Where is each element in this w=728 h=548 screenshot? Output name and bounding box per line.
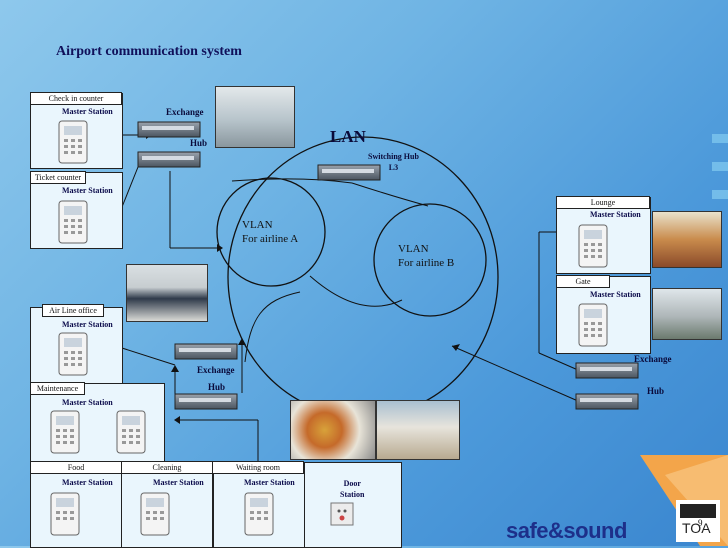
- cleaning-label: Cleaning: [121, 461, 213, 474]
- master-station-label: Master Station: [62, 398, 113, 407]
- vlan-a-line1: VLAN: [242, 219, 273, 231]
- door-station-label: Door Station: [340, 478, 364, 500]
- switching-hub-line2: L3: [388, 163, 399, 172]
- exchange-label-middle: Exchange: [197, 365, 235, 375]
- vlan-b-line1: VLAN: [398, 243, 429, 255]
- master-station-phone-icon: [50, 492, 80, 536]
- master-station-phone-icon: [116, 410, 146, 454]
- food-tray-photo: [290, 400, 376, 460]
- airline-staff-photo: [126, 264, 208, 322]
- door-station-line2: Station: [340, 490, 365, 499]
- master-station-label: Master Station: [62, 320, 113, 329]
- terminal-counter-photo: [215, 86, 295, 148]
- master-station-phone-icon: [578, 224, 608, 268]
- master-station-label: Master Station: [62, 186, 113, 195]
- master-station-phone-icon: [140, 492, 170, 536]
- lan-label: LAN: [330, 127, 366, 146]
- toa-logo: TOA: [682, 520, 711, 536]
- switching-hub-line1: Switching Hub: [368, 152, 419, 161]
- master-station-phone-icon: [58, 120, 88, 164]
- airline-office-label: Air Line office: [42, 304, 104, 317]
- hub-device: [575, 362, 639, 379]
- master-station-label: Master Station: [62, 478, 113, 487]
- waiting-room-photo: [376, 400, 460, 460]
- master-station-label: Master Station: [153, 478, 204, 487]
- master-station-label: Master Station: [62, 107, 113, 116]
- hub-label-top: Hub: [190, 138, 208, 148]
- vlan-b-circle: [373, 203, 487, 317]
- door-station-line1: Door: [343, 479, 361, 488]
- vlan-a-label: VLAN For airline A: [242, 218, 298, 246]
- ticket-counter-label: Ticket counter: [30, 171, 86, 184]
- food-label: Food: [30, 461, 122, 474]
- toa-corner-graphic: [640, 455, 728, 546]
- master-station-label: Master Station: [244, 478, 295, 487]
- hub-label-middle: Hub: [208, 382, 226, 392]
- master-station-phone-icon: [58, 332, 88, 376]
- vlan-b-label: VLAN For airline B: [398, 242, 454, 270]
- exchange-label-right: Exchange: [634, 354, 672, 364]
- vlan-a-circle: [216, 177, 326, 287]
- gate-label: Gate: [556, 275, 610, 288]
- hub-device: [137, 121, 201, 138]
- exchange-label-top: Exchange: [166, 107, 204, 117]
- switching-hub-device: [317, 164, 381, 181]
- switching-hub-label: Switching Hub L3: [368, 151, 419, 173]
- connection-lines: [121, 134, 579, 462]
- waiting-room-label: Waiting room: [212, 461, 304, 474]
- vlan-b-line2: For airline B: [398, 257, 455, 269]
- page-title: Airport communication system: [56, 44, 242, 59]
- hub-device: [575, 393, 639, 410]
- master-station-label: Master Station: [590, 290, 641, 299]
- hub-device: [174, 343, 238, 360]
- hub-label-right: Hub: [647, 386, 665, 396]
- vlan-a-line2: For airline A: [242, 233, 299, 245]
- hub-device: [174, 393, 238, 410]
- master-station-phone-icon: [50, 410, 80, 454]
- hub-device: [137, 151, 201, 168]
- page-number: 9: [698, 518, 703, 528]
- decorative-stripes: [712, 134, 728, 199]
- checkin-counter-label: Check in counter: [30, 92, 122, 105]
- master-station-phone-icon: [244, 492, 274, 536]
- master-station-phone-icon: [578, 303, 608, 347]
- lounge-label: Lounge: [556, 196, 650, 209]
- lounge-photo: [652, 211, 722, 268]
- gate-airplane-photo: [652, 288, 722, 340]
- door-station-icon: [330, 502, 354, 526]
- master-station-label: Master Station: [590, 210, 641, 219]
- master-station-phone-icon: [58, 200, 88, 244]
- safe-and-sound-logo: safe&sound: [506, 518, 627, 543]
- maintenance-label: Maintenance: [30, 382, 85, 395]
